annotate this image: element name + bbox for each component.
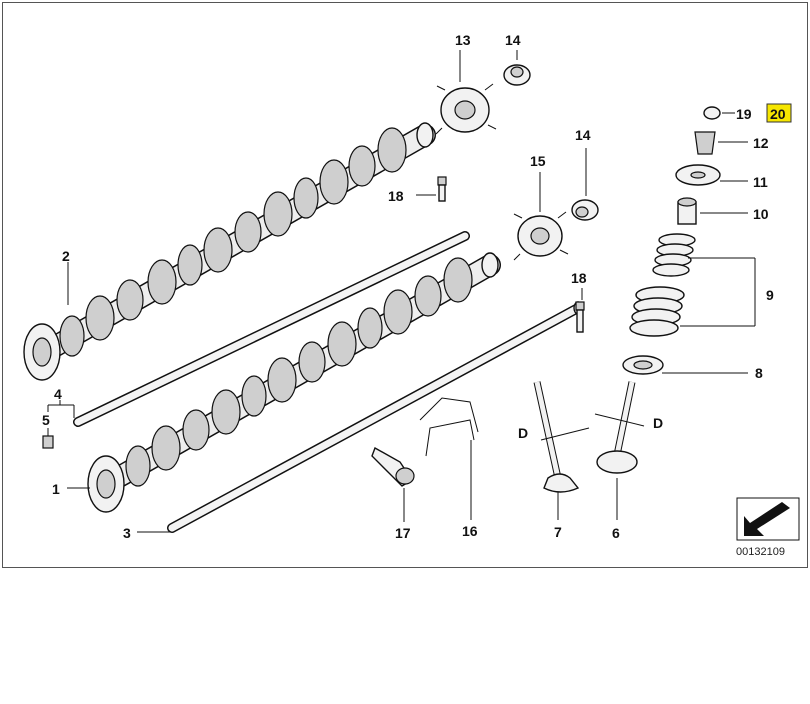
camshaft-lower[interactable] xyxy=(87,252,501,513)
camshaft-upper[interactable] xyxy=(23,122,436,381)
label-12[interactable]: 12 xyxy=(753,135,769,151)
valve-spring-9-upper[interactable] xyxy=(652,233,696,277)
label-d-left: D xyxy=(518,425,528,441)
valve-6[interactable] xyxy=(596,381,638,474)
sensor-wheel-15[interactable] xyxy=(513,211,569,261)
valve-keeper-12[interactable] xyxy=(694,131,716,155)
sensor-wheel-13[interactable] xyxy=(435,83,497,135)
label-18-upper[interactable]: 18 xyxy=(388,188,404,204)
valve-spring-9-lower[interactable] xyxy=(629,286,685,337)
label-14-mid[interactable]: 14 xyxy=(575,127,591,143)
label-13[interactable]: 13 xyxy=(455,32,471,48)
label-15[interactable]: 15 xyxy=(530,153,546,169)
label-9[interactable]: 9 xyxy=(766,287,774,303)
valve-seal-10[interactable] xyxy=(677,197,697,225)
label-5[interactable]: 5 xyxy=(42,412,50,428)
label-1[interactable]: 1 xyxy=(52,481,60,497)
label-17[interactable]: 17 xyxy=(395,525,411,541)
label-11[interactable]: 11 xyxy=(753,174,768,190)
label-2[interactable]: 2 xyxy=(62,248,70,264)
label-16[interactable]: 16 xyxy=(462,523,478,539)
label-20-highlight xyxy=(766,103,792,123)
label-d-right: D xyxy=(653,415,663,431)
arrow-nav-icon[interactable] xyxy=(736,497,800,541)
leader-lines xyxy=(47,50,756,533)
label-6[interactable]: 6 xyxy=(612,525,620,541)
rocker-arm-17[interactable] xyxy=(371,446,415,487)
label-19[interactable]: 19 xyxy=(736,106,752,122)
label-10[interactable]: 10 xyxy=(753,206,769,222)
label-20[interactable]: 20 xyxy=(770,106,786,122)
label-3[interactable]: 3 xyxy=(123,525,131,541)
spring-retainer-11[interactable] xyxy=(675,164,721,186)
plug-14-top[interactable] xyxy=(503,64,531,86)
bolt-18-lower[interactable] xyxy=(575,301,585,333)
valve-7[interactable] xyxy=(533,381,580,493)
spring-seat-8[interactable] xyxy=(622,355,664,375)
label-18-lower[interactable]: 18 xyxy=(571,270,587,286)
diagram-code: 00132109 xyxy=(736,546,785,558)
label-8[interactable]: 8 xyxy=(755,365,763,381)
rocker-shaft-upper[interactable] xyxy=(73,231,470,427)
screw-5[interactable] xyxy=(42,435,54,449)
label-4[interactable]: 4 xyxy=(54,386,62,402)
plug-14-mid[interactable] xyxy=(571,199,599,221)
label-7[interactable]: 7 xyxy=(554,524,562,540)
bolt-18-upper[interactable] xyxy=(437,176,447,202)
label-14-top[interactable]: 14 xyxy=(505,32,521,48)
cap-19[interactable] xyxy=(703,106,721,120)
clip-16[interactable] xyxy=(419,397,479,457)
